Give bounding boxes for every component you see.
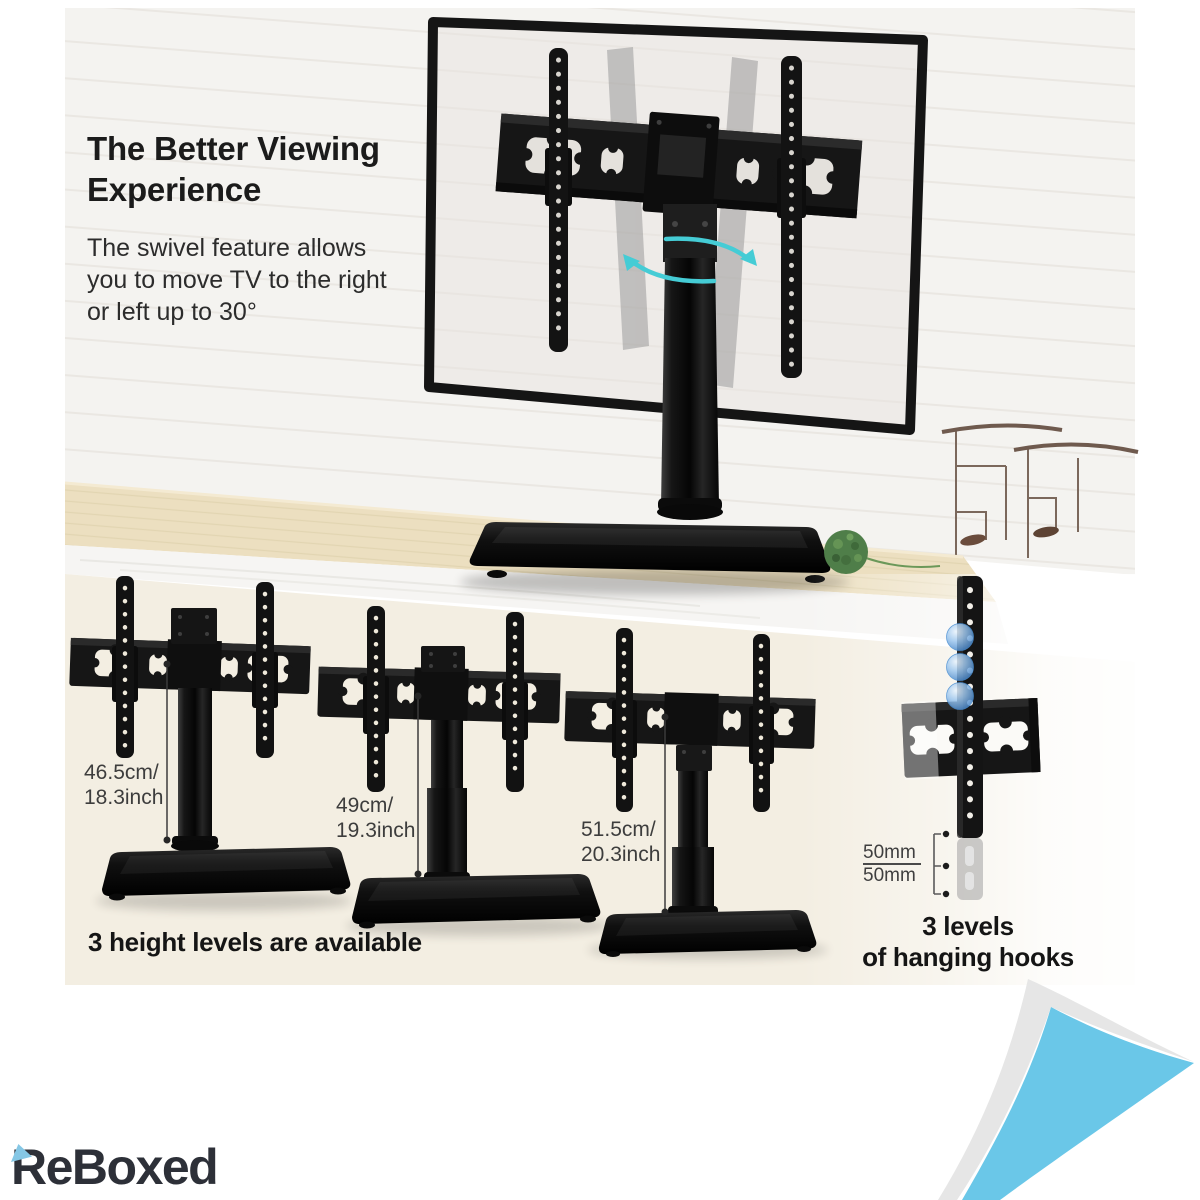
tv-mount-crossbar bbox=[495, 111, 863, 219]
dimension-line-tall bbox=[661, 713, 669, 916]
intro-description-line3: or left up to 30° bbox=[87, 298, 257, 326]
measure-bracket bbox=[933, 830, 950, 898]
hook-level-markers bbox=[946, 623, 974, 710]
dimension-line-small bbox=[163, 660, 171, 844]
height-label-medium-metric: 49cm/ bbox=[336, 794, 394, 817]
hook-gap-measurements: 50mm 50mm bbox=[863, 842, 921, 886]
hook-gap-bottom: 50mm bbox=[863, 863, 921, 886]
heights-caption: 3 height levels are available bbox=[88, 927, 422, 957]
height-label-tall-imperial: 20.3inch bbox=[581, 843, 661, 866]
brand-logo: ReBoxed bbox=[11, 1139, 219, 1195]
intro-description-line1: The swivel feature allows bbox=[87, 234, 367, 262]
hooks-caption: 3 levels of hanging hooks bbox=[840, 911, 1096, 973]
stand-tall bbox=[564, 628, 828, 959]
swivel-arrows-icon bbox=[623, 236, 757, 284]
hooks-caption-line1: 3 levels bbox=[922, 911, 1014, 941]
tv-stand-base bbox=[460, 522, 850, 595]
tv-mount-rails bbox=[545, 48, 806, 378]
height-label-small-imperial: 18.3inch bbox=[84, 786, 164, 809]
decor-branches bbox=[941, 423, 1139, 558]
page-title: The Better Viewing Experience bbox=[87, 128, 380, 210]
height-label-small: 46.5cm/ 18.3inch bbox=[84, 760, 163, 810]
page-curl bbox=[938, 979, 1194, 1200]
height-label-small-metric: 46.5cm/ bbox=[84, 761, 159, 784]
plant bbox=[824, 530, 941, 574]
intro-description: The swivel feature allows you to move TV… bbox=[87, 232, 387, 328]
dimension-line-medium bbox=[414, 692, 422, 878]
page-title-line1: The Better Viewing bbox=[87, 130, 380, 167]
height-label-tall: 51.5cm/ 20.3inch bbox=[581, 817, 660, 867]
intro-description-line2: you to move TV to the right bbox=[87, 266, 387, 294]
page-title-line2: Experience bbox=[87, 171, 262, 208]
stand-medium bbox=[317, 606, 610, 936]
height-label-medium-imperial: 19.3inch bbox=[336, 819, 416, 842]
hooks-closeup bbox=[901, 576, 1041, 900]
tv-mount-column bbox=[657, 204, 723, 520]
stand-small bbox=[69, 576, 352, 911]
hooks-caption-line2: of hanging hooks bbox=[862, 942, 1074, 972]
ghost-hook-extension bbox=[957, 838, 983, 900]
hook-gap-top: 50mm bbox=[863, 842, 916, 863]
height-label-medium: 49cm/ 19.3inch bbox=[336, 793, 415, 843]
height-label-tall-metric: 51.5cm/ bbox=[581, 818, 656, 841]
